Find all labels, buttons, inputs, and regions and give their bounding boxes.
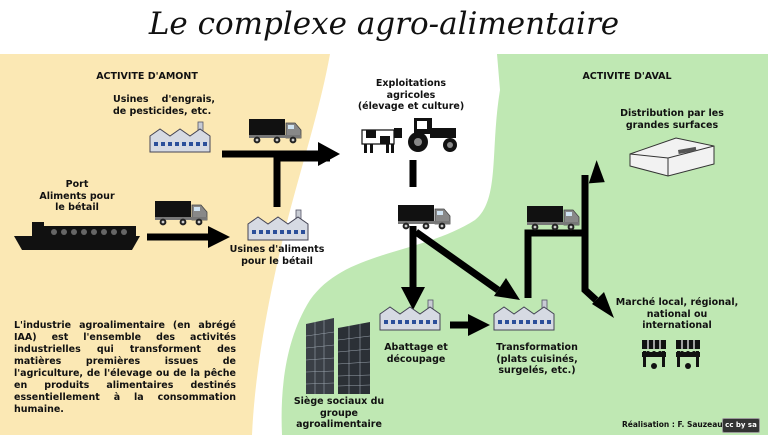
- definition-text: L'industrie agroalimentaire (en abrégé I…: [14, 320, 236, 415]
- page-title: Le complexe agro-alimentaire: [148, 6, 620, 42]
- market-stall-icon: [641, 339, 667, 370]
- upstream-heading: ACTIVITE D'AMONT: [96, 71, 198, 82]
- market-stall-icon: [675, 339, 701, 370]
- cow-icon: [361, 128, 402, 153]
- ship-icon: [14, 222, 140, 250]
- truck-icon: [526, 205, 580, 231]
- downstream-heading: ACTIVITE D'AVAL: [582, 71, 672, 82]
- headquarters-icon: [305, 318, 371, 394]
- label-slaughter: Abattage et découpage: [384, 342, 448, 365]
- label-port: Port Aliments pour le bétail: [39, 179, 115, 213]
- label-retail: Distribution par les grandes surfaces: [620, 108, 724, 131]
- upstream-zone: [0, 54, 330, 435]
- credit-text: Réalisation : F. Sauzeau: [622, 420, 723, 429]
- tractor-icon: [408, 118, 457, 152]
- label-fertilizer-plants: Usines d'engrais, de pesticides, etc.: [113, 94, 215, 117]
- license-badge[interactable]: cc by sa: [722, 418, 760, 433]
- label-headquarters: Siège sociaux du groupe agroalimentaire: [293, 396, 385, 430]
- truck-icon: [154, 200, 208, 226]
- flow-arrows: [147, 150, 599, 329]
- label-farms: Exploitations agricoles (élevage et cult…: [357, 78, 465, 112]
- label-markets: Marché local, régional, national ou inte…: [615, 297, 739, 331]
- truck-icon: [248, 118, 302, 144]
- label-processing: Transformation (plats cuisinés, surgelés…: [496, 342, 578, 376]
- label-feed-plants: Usines d'aliments pour le bétail: [229, 244, 325, 267]
- truck-icon: [397, 204, 451, 230]
- supermarket-icon: [629, 137, 715, 177]
